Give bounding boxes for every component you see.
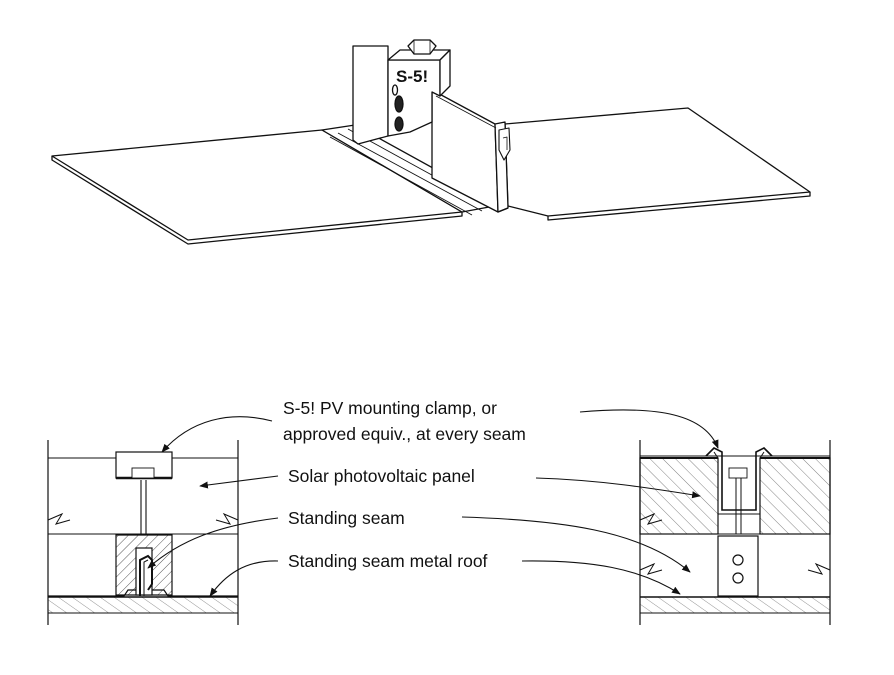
callout-labels: S-5! PV mounting clamp, or approved equi… [283, 398, 526, 571]
right-roof-deck [639, 596, 831, 614]
leader-pv-left [199, 475, 279, 489]
leader-clamp-right [579, 409, 719, 449]
leader-clamp-left [161, 416, 273, 453]
clamp-iso: S-5! [352, 39, 451, 145]
callout-standing-seam: Standing seam [288, 508, 405, 528]
right-section [639, 440, 831, 625]
callout-clamp-line1: S-5! PV mounting clamp, or [283, 398, 497, 418]
left-roof-deck [47, 596, 239, 614]
leader-seam-left [147, 517, 279, 569]
clamp-back-plate [352, 45, 389, 145]
right-pv-panel-right [759, 457, 831, 535]
isometric-view: S-5! [51, 39, 811, 245]
left-standing-seam [139, 554, 153, 596]
left-section [47, 440, 239, 625]
callout-leaders [147, 409, 719, 597]
callout-pv-panel: Solar photovoltaic panel [288, 466, 475, 486]
callout-clamp-line2: approved equiv., at every seam [283, 424, 526, 444]
left-roof-panel [51, 129, 463, 241]
callout-metal-roof: Standing seam metal roof [288, 551, 488, 571]
clamp-logo: S-5! [396, 67, 428, 86]
leader-seam-right [461, 516, 691, 573]
left-clamp-cap [115, 451, 173, 479]
leader-roof-right [521, 560, 681, 595]
leader-roof-left [209, 560, 279, 597]
right-clamp-block [717, 535, 759, 597]
right-pv-panel-left [639, 457, 719, 535]
leader-pv-right [535, 477, 701, 499]
clamp-bolt [407, 39, 437, 55]
